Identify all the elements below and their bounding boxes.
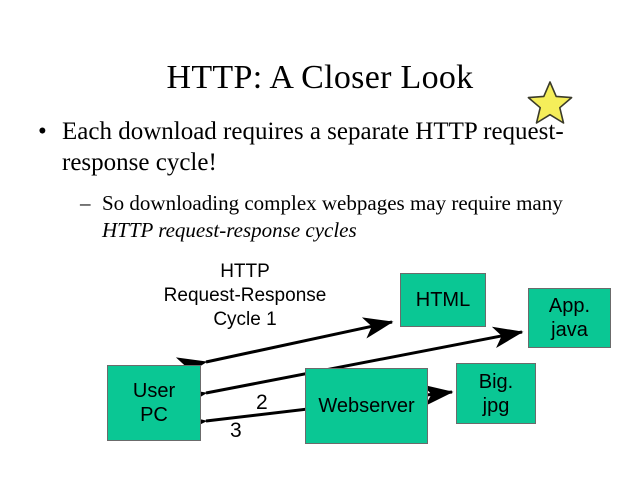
bullet-item-2: – So downloading complex webpages may re… <box>80 190 600 244</box>
bullet-marker: • <box>38 118 47 145</box>
bullet-item-1: • Each download requires a separate HTTP… <box>38 116 598 178</box>
sub-bullet-marker: – <box>80 191 91 215</box>
star-icon <box>527 81 573 124</box>
sub-bullet-text-plain: So downloading complex webpages may requ… <box>102 191 563 215</box>
node-webserver[interactable]: Webserver <box>305 368 428 444</box>
node-user-pc[interactable]: User PC <box>107 365 201 441</box>
bullet-text: Each download requires a separate HTTP r… <box>62 118 564 176</box>
sub-bullet-text-italic: HTTP request-response cycles <box>102 218 357 242</box>
node-html[interactable]: HTML <box>400 273 486 327</box>
arrow-label-3: 3 <box>230 419 242 442</box>
sub-bullet-text: So downloading complex webpages may requ… <box>102 190 600 244</box>
node-big-jpg[interactable]: Big. jpg <box>456 363 536 424</box>
cycle-label: HTTP Request-Response Cycle 1 <box>163 261 327 330</box>
arrow-label-2: 2 <box>256 391 268 414</box>
node-app-java[interactable]: App. java <box>528 288 611 348</box>
page-title: HTTP: A Closer Look <box>166 59 474 96</box>
arrow-cycle-2 <box>175 326 524 410</box>
